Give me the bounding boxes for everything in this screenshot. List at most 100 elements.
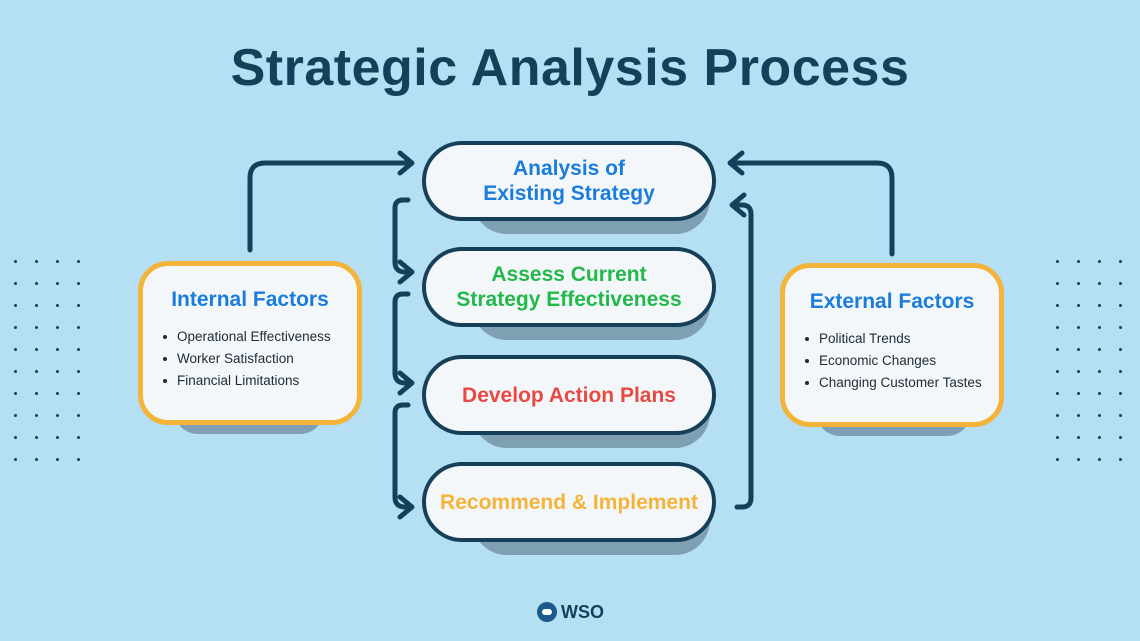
step-label: Develop Action Plans xyxy=(462,383,676,407)
decorative-dot xyxy=(77,304,80,307)
decorative-dot xyxy=(1098,282,1101,285)
decorative-dot xyxy=(1119,392,1122,395)
step-label-line: Strategy Effectiveness xyxy=(456,288,682,311)
decorative-dot xyxy=(1119,304,1122,307)
decorative-dot xyxy=(77,458,80,461)
list-item: Financial Limitations xyxy=(163,370,341,392)
external-factors-card: External Factors Political Trends Econom… xyxy=(780,263,1004,427)
internal-factors-title: Internal Factors xyxy=(171,288,329,311)
decorative-dot xyxy=(1119,414,1122,417)
decorative-dot xyxy=(14,304,17,307)
decorative-dot xyxy=(1119,370,1122,373)
decorative-dot xyxy=(77,414,80,417)
decorative-dot xyxy=(1098,260,1101,263)
decorative-dot xyxy=(14,370,17,373)
decorative-dot xyxy=(1098,348,1101,351)
develop-to-recommend-arrow xyxy=(392,402,413,510)
decorative-dot xyxy=(56,436,59,439)
decorative-dot xyxy=(1098,370,1101,373)
decorative-dot xyxy=(1119,260,1122,263)
list-item: Political Trends xyxy=(805,328,983,350)
list-item: Changing Customer Tastes xyxy=(805,372,983,394)
decorative-dot xyxy=(35,392,38,395)
decorative-dot xyxy=(1098,304,1101,307)
decorative-dot xyxy=(56,348,59,351)
decorative-dot xyxy=(1077,458,1080,461)
decorative-dot xyxy=(35,260,38,263)
decorative-dot xyxy=(35,458,38,461)
decorative-dot xyxy=(1077,392,1080,395)
decorative-dot xyxy=(1056,282,1059,285)
decorative-dot xyxy=(14,414,17,417)
step-label: Assess Current Strategy Effectiveness xyxy=(456,262,681,312)
decorative-dot xyxy=(56,326,59,329)
external-to-analysis-arrow xyxy=(729,160,895,257)
decorative-dot xyxy=(77,370,80,373)
decorative-dot xyxy=(35,370,38,373)
decorative-dot xyxy=(1056,392,1059,395)
decorative-dot xyxy=(35,282,38,285)
decorative-dot xyxy=(14,392,17,395)
decorative-dot xyxy=(56,392,59,395)
list-item: Operational Effectiveness xyxy=(163,326,341,348)
decorative-dot xyxy=(35,326,38,329)
internal-factors-list: Operational Effectiveness Worker Satisfa… xyxy=(159,326,341,392)
decorative-dot xyxy=(1056,414,1059,417)
decorative-dot xyxy=(1056,370,1059,373)
assess-to-develop-arrow xyxy=(392,291,413,386)
decorative-dot xyxy=(1077,370,1080,373)
list-item: Worker Satisfaction xyxy=(163,348,341,370)
external-factors-title: External Factors xyxy=(809,290,975,313)
decorative-dot xyxy=(35,304,38,307)
decorative-dot xyxy=(56,414,59,417)
wso-logo: WSO xyxy=(537,600,604,624)
decorative-dot xyxy=(1056,326,1059,329)
decorative-dot xyxy=(14,260,17,263)
analysis-to-assess-arrow xyxy=(392,197,413,275)
decorative-dot xyxy=(1098,436,1101,439)
decorative-dot xyxy=(14,326,17,329)
wso-logo-icon xyxy=(537,602,557,622)
decorative-dot xyxy=(1119,458,1122,461)
decorative-dot xyxy=(56,282,59,285)
step-label-line: Existing Strategy xyxy=(483,182,655,205)
step-analysis-existing-strategy: Analysis of Existing Strategy xyxy=(422,141,716,221)
wso-logo-text: WSO xyxy=(561,601,604,622)
decorative-dot xyxy=(14,436,17,439)
decorative-dot xyxy=(1056,304,1059,307)
decorative-dot xyxy=(1056,458,1059,461)
step-recommend-implement: Recommend & Implement xyxy=(422,462,716,542)
decorative-dot xyxy=(56,370,59,373)
decorative-dot xyxy=(35,436,38,439)
decorative-dot xyxy=(77,392,80,395)
decorative-dot xyxy=(1119,282,1122,285)
decorative-dot xyxy=(35,414,38,417)
decorative-dot xyxy=(14,282,17,285)
decorative-dot xyxy=(56,304,59,307)
decorative-dot xyxy=(77,282,80,285)
step-label-line: Analysis of xyxy=(512,157,626,180)
decorative-dot xyxy=(1056,260,1059,263)
decorative-dot xyxy=(1077,282,1080,285)
decorative-dot xyxy=(1056,348,1059,351)
decorative-dot xyxy=(1077,326,1080,329)
decorative-dot xyxy=(77,436,80,439)
decorative-dot xyxy=(1098,326,1101,329)
step-label: Analysis of Existing Strategy xyxy=(483,156,655,206)
list-item: Economic Changes xyxy=(805,350,983,372)
decorative-dot xyxy=(77,260,80,263)
decorative-dot xyxy=(1119,326,1122,329)
step-label: Recommend & Implement xyxy=(440,490,698,514)
step-develop-action-plans: Develop Action Plans xyxy=(422,355,716,435)
decorative-dot xyxy=(1098,392,1101,395)
decorative-dot xyxy=(1056,436,1059,439)
step-label-line: Assess Current xyxy=(491,263,647,286)
decorative-dot xyxy=(1098,458,1101,461)
decorative-dot xyxy=(1077,304,1080,307)
decorative-dot xyxy=(77,326,80,329)
decorative-dot xyxy=(1077,436,1080,439)
recommend-to-analysis-arrow xyxy=(731,202,754,510)
decorative-dot xyxy=(77,348,80,351)
internal-factors-card: Internal Factors Operational Effectivene… xyxy=(138,261,362,425)
